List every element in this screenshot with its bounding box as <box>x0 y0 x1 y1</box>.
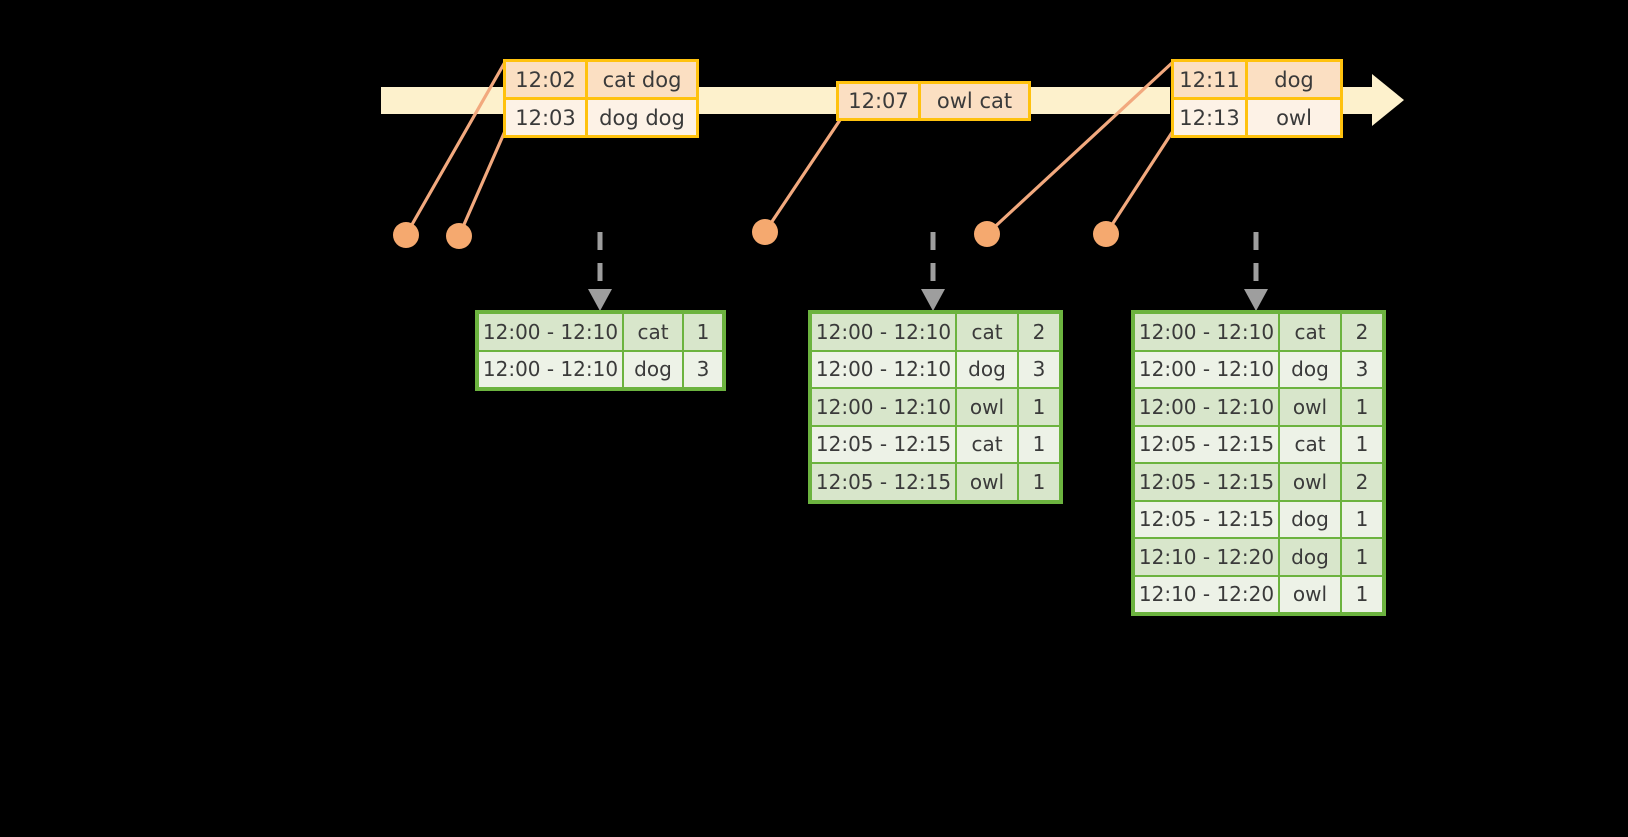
flow-arrow-head-2 <box>921 289 945 311</box>
cell-word: owl <box>1279 463 1341 501</box>
event-row[interactable]: 12:02 cat dog <box>506 62 696 97</box>
cell-count: 3 <box>1341 350 1383 388</box>
event-time: 12:07 <box>839 84 921 118</box>
event-group-3[interactable]: 12:11 dog 12:13 owl <box>1171 59 1343 138</box>
cell-window: 12:10 - 12:20 <box>1134 575 1279 613</box>
connector-line-5 <box>1104 129 1175 236</box>
cell-word: owl <box>956 388 1018 426</box>
event-words: owl cat <box>921 84 1028 118</box>
cell-count: 1 <box>1341 500 1383 538</box>
timeline-bar-mid-2 <box>1030 87 1170 114</box>
cell-count: 3 <box>1018 350 1060 388</box>
marker-dot-4 <box>974 221 1000 247</box>
cell-window: 12:05 - 12:15 <box>1134 463 1279 501</box>
event-words: cat dog <box>588 62 696 97</box>
cell-window: 12:00 - 12:10 <box>811 313 956 351</box>
event-words: dog <box>1248 62 1340 97</box>
cell-word: dog <box>1279 500 1341 538</box>
cell-word: dog <box>623 350 683 388</box>
connector-line-2 <box>457 129 507 238</box>
cell-window: 12:05 - 12:15 <box>811 425 956 463</box>
cell-word: owl <box>1279 388 1341 426</box>
cell-word: cat <box>1279 425 1341 463</box>
cell-window: 12:00 - 12:10 <box>1134 388 1279 426</box>
event-words: dog dog <box>588 100 696 135</box>
event-time: 12:02 <box>506 62 588 97</box>
cell-window: 12:00 - 12:10 <box>478 350 623 388</box>
timeline-bar-left <box>381 87 503 114</box>
event-time: 12:11 <box>1174 62 1248 97</box>
marker-dot-5 <box>1093 221 1119 247</box>
event-row[interactable]: 12:03 dog dog <box>506 97 696 135</box>
event-group-1[interactable]: 12:02 cat dog 12:03 dog dog <box>503 59 699 138</box>
cell-word: cat <box>1279 313 1341 351</box>
cell-word: cat <box>956 425 1018 463</box>
cell-word: dog <box>1279 538 1341 576</box>
cell-word: cat <box>623 313 683 351</box>
cell-count: 1 <box>1018 388 1060 426</box>
event-group-2[interactable]: 12:07 owl cat <box>836 81 1031 121</box>
cell-count: 2 <box>1018 313 1060 351</box>
cell-word: owl <box>1279 575 1341 613</box>
event-time: 12:13 <box>1174 100 1248 135</box>
cell-word: dog <box>1279 350 1341 388</box>
cell-count: 2 <box>1341 463 1383 501</box>
cell-word: dog <box>956 350 1018 388</box>
marker-dot-3 <box>752 219 778 245</box>
event-row[interactable]: 12:07 owl cat <box>839 84 1028 118</box>
cell-word: cat <box>956 313 1018 351</box>
timeline-direction-arrow-icon <box>1372 74 1404 126</box>
event-row[interactable]: 12:13 owl <box>1174 97 1340 135</box>
marker-dot-1 <box>393 222 419 248</box>
marker-dot-2 <box>446 223 472 249</box>
cell-count: 1 <box>683 313 723 351</box>
cell-count: 3 <box>683 350 723 388</box>
cell-window: 12:05 - 12:15 <box>1134 425 1279 463</box>
cell-count: 1 <box>1018 425 1060 463</box>
cell-count: 1 <box>1341 388 1383 426</box>
cell-word: owl <box>956 463 1018 501</box>
flow-arrow-head-1 <box>588 289 612 311</box>
timeline-bar-mid-1 <box>697 87 836 114</box>
flow-arrow-head-3 <box>1244 289 1268 311</box>
cell-window: 12:05 - 12:15 <box>811 463 956 501</box>
event-row[interactable]: 12:11 dog <box>1174 62 1340 97</box>
cell-window: 12:05 - 12:15 <box>1134 500 1279 538</box>
cell-window: 12:00 - 12:10 <box>478 313 623 351</box>
cell-count: 1 <box>1341 425 1383 463</box>
cell-count: 1 <box>1341 538 1383 576</box>
cell-window: 12:10 - 12:20 <box>1134 538 1279 576</box>
cell-count: 1 <box>1341 575 1383 613</box>
cell-count: 1 <box>1018 463 1060 501</box>
cell-window: 12:00 - 12:10 <box>1134 350 1279 388</box>
event-words: owl <box>1248 100 1340 135</box>
cell-count: 2 <box>1341 313 1383 351</box>
connector-line-3 <box>763 118 842 234</box>
cell-window: 12:00 - 12:10 <box>811 388 956 426</box>
cell-window: 12:00 - 12:10 <box>811 350 956 388</box>
cell-window: 12:00 - 12:10 <box>1134 313 1279 351</box>
event-time: 12:03 <box>506 100 588 135</box>
